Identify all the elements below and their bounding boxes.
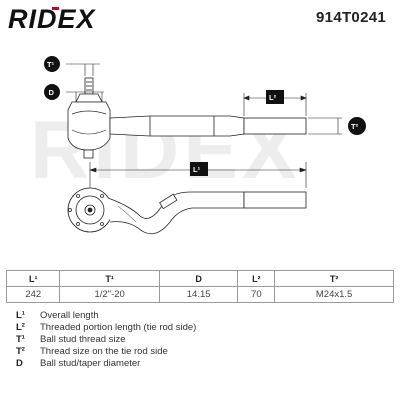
legend-description: Ball stud/taper diameter [40, 358, 141, 369]
spec-table-value-row: 242 1/2"-20 14.15 70 M24x1.5 [5, 286, 394, 303]
dim-d [66, 91, 104, 102]
badge-d: D [44, 84, 60, 100]
legend-item: D Ball stud/taper diameter [16, 358, 386, 370]
thread-rod-side [243, 117, 307, 135]
legend-description: Thread size on the tie rod side [40, 346, 168, 357]
header: RIDEX 914T0241 [0, 0, 400, 38]
legend-description: Ball stud thread size [40, 334, 126, 345]
ridex-logo: RIDEX [8, 4, 97, 34]
svg-text:D: D [49, 88, 55, 97]
legend-item: T² Thread size on the tie rod side [16, 346, 386, 358]
value-l2: 70 [237, 286, 276, 303]
value-d: 14.15 [158, 286, 239, 303]
svg-text:T²: T² [351, 122, 359, 131]
badge-l2: L² [266, 90, 284, 104]
legend: L¹ Overall length L² Threaded portion le… [16, 310, 386, 370]
legend-symbol: L¹ [16, 310, 25, 321]
badge-t2: T² [348, 117, 366, 135]
value-t2: M24x1.5 [274, 286, 394, 303]
badge-l1: L¹ [190, 162, 208, 176]
dim-t1 [66, 63, 100, 76]
value-l1: 242 [5, 286, 61, 303]
svg-text:L²: L² [269, 93, 277, 102]
spec-table-header-row: L¹ T¹ D L² T² [5, 270, 394, 287]
part-number: 914T0241 [316, 9, 386, 26]
brand-logo-text: RIDEX [8, 4, 97, 34]
header-t1: T¹ [59, 270, 160, 287]
technical-drawing: RIDEX T¹ D [30, 56, 366, 235]
dim-t2 [308, 117, 342, 135]
legend-description: Overall length [40, 310, 99, 321]
svg-text:L¹: L¹ [193, 165, 201, 174]
header-l1: L¹ [5, 270, 61, 287]
legend-symbol: L² [16, 322, 25, 333]
spec-table: L¹ T¹ D L² T² 242 1/2"-20 14.15 70 M24x1… [5, 270, 394, 303]
svg-text:T¹: T¹ [47, 60, 55, 69]
top-view [67, 187, 307, 235]
legend-symbol: D [16, 358, 23, 369]
badge-t1: T¹ [44, 56, 60, 72]
header-d: D [158, 270, 239, 287]
legend-symbol: T² [16, 346, 25, 357]
header-t2: T² [274, 270, 394, 287]
side-view [67, 77, 307, 159]
legend-item: T¹ Ball stud thread size [16, 334, 386, 346]
legend-symbol: T¹ [16, 334, 25, 345]
brand-accent [52, 7, 59, 10]
legend-item: L¹ Overall length [16, 310, 386, 322]
header-l2: L² [237, 270, 276, 287]
legend-item: L² Threaded portion length (tie rod side… [16, 322, 386, 334]
value-t1: 1/2"-20 [59, 286, 160, 303]
legend-description: Threaded portion length (tie rod side) [40, 322, 197, 333]
